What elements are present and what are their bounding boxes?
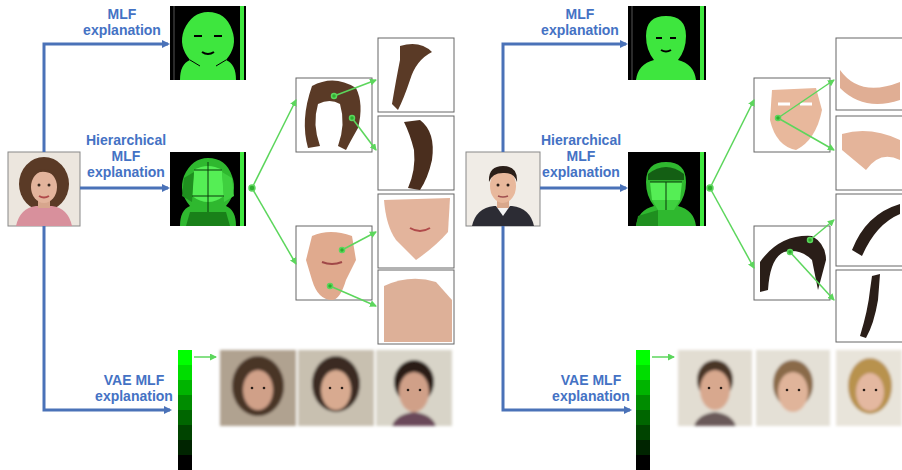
- method-label: Hierarchical MLF explanation: [80, 132, 172, 180]
- method-label: VAE MLF explanation: [92, 372, 176, 404]
- method-label: MLF explanation: [535, 6, 625, 38]
- method-label: Hierarchical MLF explanation: [536, 132, 626, 180]
- method-label: MLF explanation: [77, 6, 167, 38]
- method-label: VAE MLF explanation: [548, 372, 634, 404]
